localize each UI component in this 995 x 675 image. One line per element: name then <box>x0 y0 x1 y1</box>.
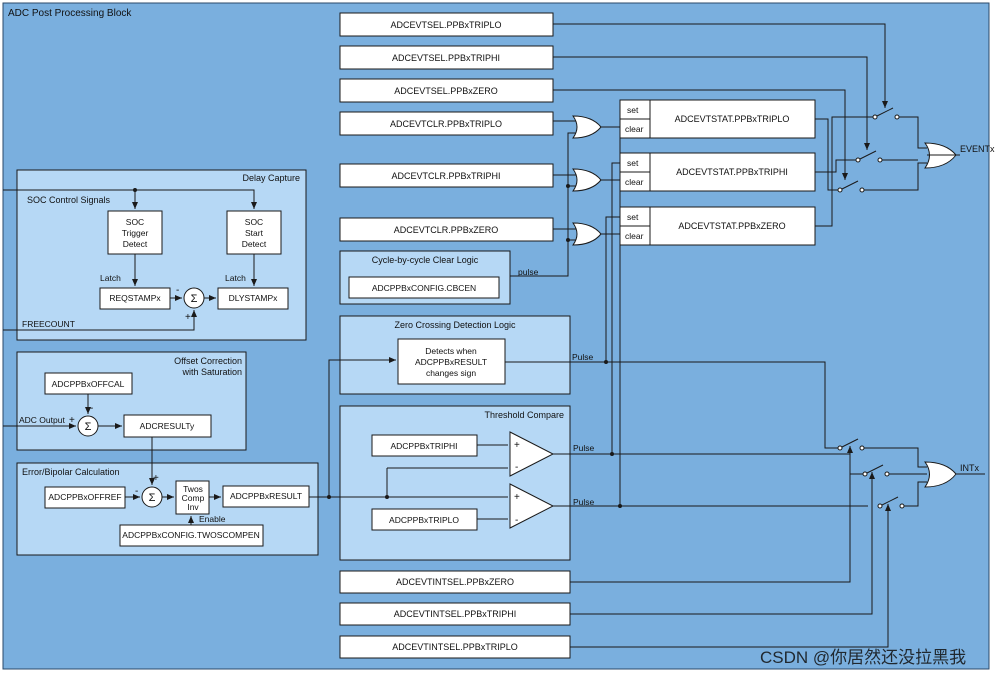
zero-crossing-title: Zero Crossing Detection Logic <box>394 320 516 330</box>
offset-title-line1: Offset Correction <box>174 356 242 366</box>
evtstat-zero-set: set <box>627 212 639 222</box>
offcal-label: ADCPPBxOFFCAL <box>52 379 125 389</box>
bipolar-title: Error/Bipolar Calculation <box>22 467 120 477</box>
zero-detect-line3: changes sign <box>426 368 476 378</box>
evtclr-triphi-label: ADCEVTCLR.PPBxTRIPHI <box>391 171 500 181</box>
evtclr-triplo-label: ADCEVTCLR.PPBxTRIPLO <box>390 119 502 129</box>
zero-detect-line2: ADCPPBxRESULT <box>415 357 487 367</box>
soc-trigger-line2: Trigger <box>122 228 149 238</box>
eventx-label: EVENTx <box>960 144 995 154</box>
dlystamp-box <box>217 287 289 310</box>
intx-label: INTx <box>960 463 979 473</box>
soc-trigger-line1: SOC <box>126 217 144 227</box>
bipolar-sum-minus: - <box>135 486 138 497</box>
twos-line1: Twos <box>183 484 203 494</box>
enable-label: Enable <box>199 514 226 524</box>
evtsel-zero-label: ADCEVTSEL.PPBxZERO <box>394 86 498 96</box>
evtstat-zero-box <box>619 206 816 246</box>
delay-capture-title: Delay Capture <box>242 173 300 183</box>
comparator-triplo <box>509 483 555 529</box>
freecount-label: FREECOUNT <box>22 319 75 329</box>
or-gate-clear-triplo <box>572 115 602 139</box>
dlystamp-label: DLYSTAMPx <box>229 293 279 303</box>
or-gate-clear-triphi <box>572 168 602 192</box>
triplo-pulse-label: Pulse <box>573 497 595 507</box>
evtclr-triplo-box <box>339 111 554 136</box>
offset-title-line2: with Saturation <box>181 367 242 377</box>
evtsel-triplo-label: ADCEVTSEL.PPBxTRIPLO <box>390 20 501 30</box>
soc-start-line3: Detect <box>242 239 267 249</box>
comp-lo-minus: - <box>515 515 518 526</box>
intsel-zero-label: ADCEVTINTSEL.PPBxZERO <box>396 577 514 587</box>
adcresult-label: ADCRESULTy <box>140 421 195 431</box>
offref-label: ADCPPBxOFFREF <box>48 492 121 502</box>
bipolar-sum-plus: + <box>153 473 159 484</box>
twos-comp-box <box>175 480 210 515</box>
block-title: ADC Post Processing Block <box>8 8 132 19</box>
evtstat-triplo-clear: clear <box>625 124 644 134</box>
reqstamp-label: REQSTAMPx <box>109 293 161 303</box>
offset-sum-sigma: Σ <box>85 421 92 433</box>
evtstat-triphi-clear: clear <box>625 177 644 187</box>
or-gate-clear-zero <box>572 222 602 246</box>
evtstat-triplo-set: set <box>627 105 639 115</box>
cbc-title: Cycle-by-cycle Clear Logic <box>372 255 479 265</box>
delay-sum-plus: + <box>185 312 191 323</box>
comp-hi-plus: + <box>514 440 520 451</box>
threshold-panel <box>339 405 571 561</box>
evtclr-zero-label: ADCEVTCLR.PPBxZERO <box>394 225 499 235</box>
intsel-triphi-label: ADCEVTINTSEL.PPBxTRIPHI <box>394 609 517 619</box>
soc-start-detect-box <box>226 210 282 255</box>
comp-lo-plus: + <box>514 492 520 503</box>
watermark: CSDN @你居然还没拉黑我 <box>760 648 966 667</box>
zero-detect-line1: Detects when <box>425 346 477 356</box>
delay-capture-panel <box>16 169 307 341</box>
comp-hi-minus: - <box>515 462 518 473</box>
soc-start-line2: Start <box>245 228 264 238</box>
evtstat-triphi-box <box>619 152 816 192</box>
soc-control-signals-label: SOC Control Signals <box>27 195 111 205</box>
cbcen-box <box>348 276 500 299</box>
evtstat-triphi-label: ADCEVTSTAT.PPBxTRIPHI <box>676 167 788 177</box>
wires <box>3 23 985 648</box>
soc-trigger-detect-box <box>107 210 163 255</box>
evtstat-triplo-box <box>619 99 816 139</box>
delay-sum-minus: - <box>176 285 179 296</box>
evtstat-triphi-set: set <box>627 158 639 168</box>
twos-line3: Inv <box>187 502 199 512</box>
twos-line2: Comp <box>182 493 205 503</box>
latch-right-label: Latch <box>225 273 246 283</box>
evtstat-triplo-label: ADCEVTSTAT.PPBxTRIPLO <box>675 114 790 124</box>
or-gate-intx <box>924 461 957 488</box>
bipolar-sum-sigma: Σ <box>149 492 156 504</box>
evtstat-zero-label: ADCEVTSTAT.PPBxZERO <box>678 221 785 231</box>
triplo-label: ADCPPBxTRIPLO <box>389 515 459 525</box>
cbcen-label: ADCPPBxCONFIG.CBCEN <box>372 283 476 293</box>
twoscompen-label: ADCPPBxCONFIG.TWOSCOMPEN <box>122 530 259 540</box>
cbc-pulse-label: pulse <box>518 267 539 277</box>
intsel-triplo-label: ADCEVTINTSEL.PPBxTRIPLO <box>392 642 518 652</box>
offset-sum-plus: + <box>69 415 75 426</box>
adc-output-label: ADC Output <box>19 415 65 425</box>
adcresult-box <box>123 414 212 438</box>
latch-left-label: Latch <box>100 273 121 283</box>
triphi-label: ADCPPBxTRIPHI <box>390 441 457 451</box>
comparator-triphi <box>509 431 555 477</box>
soc-start-line1: SOC <box>245 217 263 227</box>
zero-pulse-label: Pulse <box>572 352 594 362</box>
delay-sum-sigma: Σ <box>191 293 198 305</box>
soc-trigger-line3: Detect <box>123 239 148 249</box>
evtstat-zero-clear: clear <box>625 231 644 241</box>
threshold-title: Threshold Compare <box>484 410 564 420</box>
evtsel-triphi-label: ADCEVTSEL.PPBxTRIPHI <box>392 53 500 63</box>
offset-sum-minus: - <box>90 403 93 414</box>
triphi-pulse-label: Pulse <box>573 443 595 453</box>
ppbresult-label: ADCPPBxRESULT <box>230 491 302 501</box>
